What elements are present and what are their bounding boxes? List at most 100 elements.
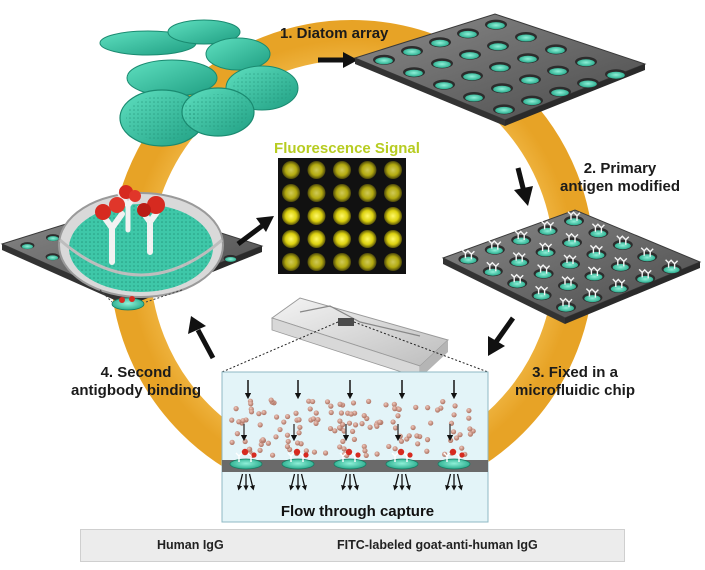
diatom-in-well	[463, 73, 481, 81]
sample-particle	[374, 423, 380, 429]
diatom-in-well	[560, 283, 576, 291]
sample-particle	[415, 441, 421, 447]
sample-particle	[284, 443, 291, 450]
sample-particle	[454, 435, 460, 441]
legend-human-igg: Human IgG	[157, 538, 224, 552]
diatom-in-well	[566, 218, 582, 226]
fluorescence-spot	[384, 184, 402, 202]
antigen-mark	[665, 259, 679, 269]
sample-particle	[285, 438, 291, 445]
sample-particle	[413, 404, 419, 410]
flow-diatom-well	[333, 458, 367, 470]
diatom-in-well	[533, 292, 550, 300]
fluorescence-spot	[384, 161, 402, 179]
sample-particle	[229, 417, 235, 423]
diatom-in-well	[484, 268, 501, 276]
antigen-mark	[612, 278, 626, 288]
flow-through-box	[221, 371, 489, 523]
diatom-in-well	[607, 71, 625, 79]
sample-particle	[240, 418, 246, 424]
sample-particle	[459, 445, 465, 451]
antigen-mark	[616, 235, 630, 245]
sample-particle	[297, 424, 303, 430]
sample-particle	[392, 425, 399, 431]
diatom-in-well	[493, 85, 511, 93]
sample-particle	[337, 401, 343, 407]
fluorescence-spot	[333, 207, 351, 225]
sample-particle	[386, 443, 392, 450]
antigen-mark	[561, 276, 575, 286]
sample-particle	[277, 426, 283, 433]
sample-particle	[306, 398, 312, 404]
antigen-mark	[638, 268, 652, 279]
fluorescence-spot	[358, 230, 377, 248]
captured-igg	[339, 452, 359, 462]
flow-arrow-out	[289, 473, 296, 491]
sample-particle	[363, 452, 369, 459]
sample-particle	[293, 410, 299, 416]
flow-arrow-out	[341, 473, 348, 491]
sample-particle	[374, 451, 380, 457]
fluorescence-spot	[384, 253, 402, 271]
flow-arrow-out	[237, 473, 244, 491]
fluorescence-spot	[307, 230, 326, 248]
step3-line2: microfluidic chip	[514, 382, 635, 399]
diatom-in-well	[47, 255, 59, 261]
sample-particle	[424, 448, 430, 454]
sample-particle	[273, 434, 279, 440]
sample-particle	[428, 420, 434, 426]
flow-through-title: Flow through capture	[280, 503, 435, 520]
fluorescence-spot	[358, 207, 377, 225]
diatom-in-well	[513, 237, 530, 245]
sample-particle	[268, 397, 274, 403]
arrow-step3-to-flow	[488, 316, 516, 356]
sample-particle	[265, 440, 271, 446]
sample-particle	[338, 410, 345, 416]
sample-particle	[425, 405, 431, 411]
antigen-mark	[512, 252, 526, 262]
step2-line1: 2. Primary	[583, 160, 657, 177]
sample-particle	[466, 407, 472, 414]
diatom-in-well	[584, 295, 601, 303]
sample-particle	[467, 431, 474, 437]
fluorescence-spot	[307, 253, 326, 271]
sample-particle	[234, 431, 240, 437]
captured-fitc-antibody	[345, 448, 353, 456]
sample-particle	[366, 398, 372, 404]
sample-particle	[451, 412, 457, 418]
captured-fitc-antibody	[407, 452, 413, 458]
diatom-in-well	[431, 39, 449, 47]
sample-particle	[341, 446, 347, 452]
sample-particle	[350, 428, 356, 435]
sample-particle	[296, 417, 302, 423]
diatom-in-well	[588, 251, 605, 259]
captured-fitc-antibody	[293, 448, 301, 456]
sample-particle	[396, 406, 402, 413]
diatom-in-well	[495, 106, 513, 114]
diatom-in-well	[511, 259, 528, 267]
diatom-in-well	[586, 273, 603, 281]
sample-particle	[311, 449, 318, 455]
diatom-in-well	[612, 263, 629, 271]
sample-particle	[350, 400, 357, 406]
captured-fitc-antibody	[251, 452, 257, 458]
sample-particle	[448, 437, 454, 444]
sample-particle	[361, 443, 367, 450]
diatom-in-well	[403, 48, 421, 56]
diatom-in-well	[405, 69, 423, 77]
sample-particle	[327, 425, 334, 432]
sample-particle	[229, 439, 235, 445]
antigen-mark	[539, 242, 553, 252]
fluorescence-spot	[282, 207, 300, 225]
diatom-in-well	[486, 247, 503, 255]
sample-particle	[313, 420, 319, 426]
diatom-in-well	[225, 256, 237, 262]
diatom-in-well	[491, 64, 509, 72]
sample-particle	[248, 409, 255, 415]
sample-particle	[377, 419, 383, 425]
sample-particle	[273, 414, 280, 420]
zoom-lines	[221, 321, 489, 373]
fluorescence-spot	[282, 161, 300, 179]
flow-diatom-well	[229, 458, 263, 470]
